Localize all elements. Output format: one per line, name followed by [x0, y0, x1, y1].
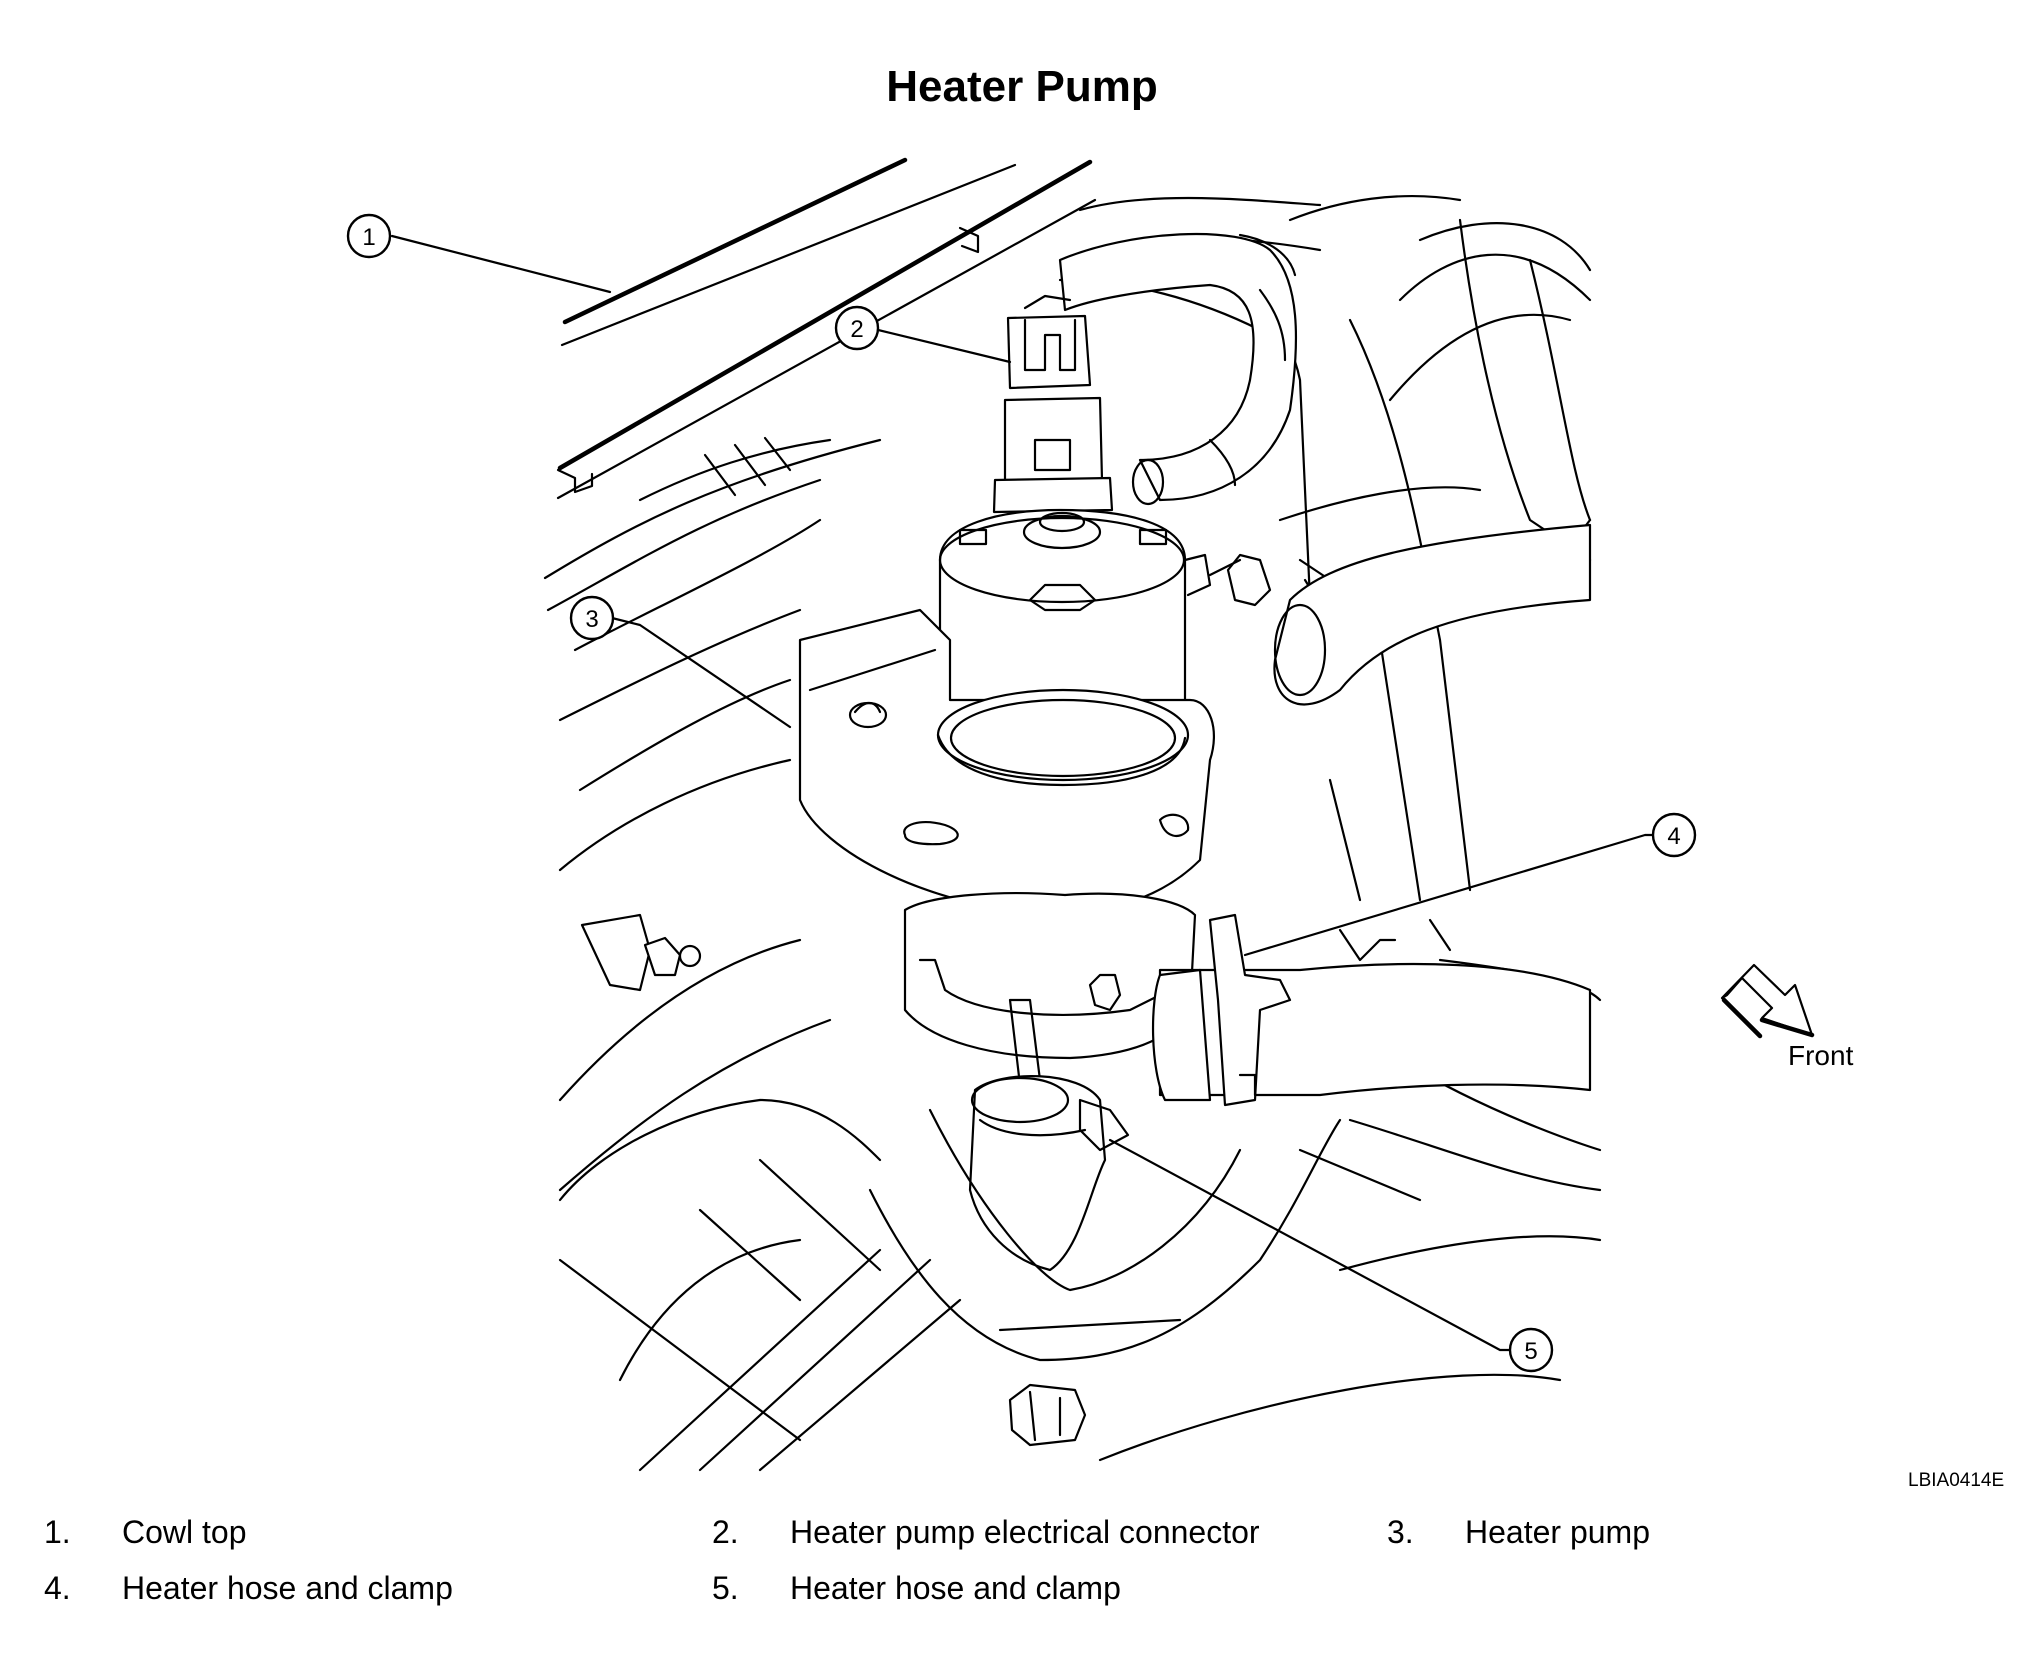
callout-3: [569, 595, 615, 641]
pump-lower-housing: [903, 892, 1197, 1087]
right-heater-hose: [1151, 913, 1592, 1107]
legend-number: 4.: [44, 1570, 71, 1606]
callout-4: [1651, 812, 1697, 858]
callout-1-label: 1: [362, 224, 375, 251]
callout-2: [834, 305, 880, 351]
lower-frame: [558, 1098, 1342, 1472]
diagram-title: Heater Pump: [886, 62, 1158, 111]
callout-1: [346, 213, 392, 259]
figure-code: LBIA0414E: [1908, 1470, 2005, 1491]
left-mount-bolt: [580, 913, 702, 992]
lower-bolt: [1008, 1383, 1087, 1447]
upper-right-hose: [1208, 523, 1592, 706]
legend-text: Heater pump: [1465, 1514, 1650, 1550]
legend-number: 1.: [44, 1514, 71, 1550]
front-direction-label: Front: [1788, 1040, 1854, 1071]
legend-text: Heater pump electrical connector: [790, 1514, 1260, 1550]
cowl-top: [556, 157, 1097, 500]
wiring-harness: [1058, 232, 1298, 506]
callout-5: [1508, 1327, 1554, 1373]
lower-hose: [968, 1074, 1130, 1272]
pump-bracket: [798, 608, 1215, 917]
callout-2-label: 2: [850, 316, 863, 343]
legend-number: 3.: [1387, 1514, 1414, 1550]
legend-text: Cowl top: [122, 1514, 247, 1550]
electrical-connector: [992, 294, 1114, 514]
legend-text: Heater hose and clamp: [790, 1570, 1121, 1606]
callout-5-label: 5: [1524, 1338, 1537, 1365]
legend-number: 5.: [712, 1570, 739, 1606]
callout-4-label: 4: [1667, 823, 1680, 850]
legend-text: Heater hose and clamp: [122, 1570, 453, 1606]
front-arrow-icon: [1720, 963, 1815, 1039]
callout-3-label: 3: [585, 606, 598, 633]
legend-number: 2.: [712, 1514, 739, 1550]
